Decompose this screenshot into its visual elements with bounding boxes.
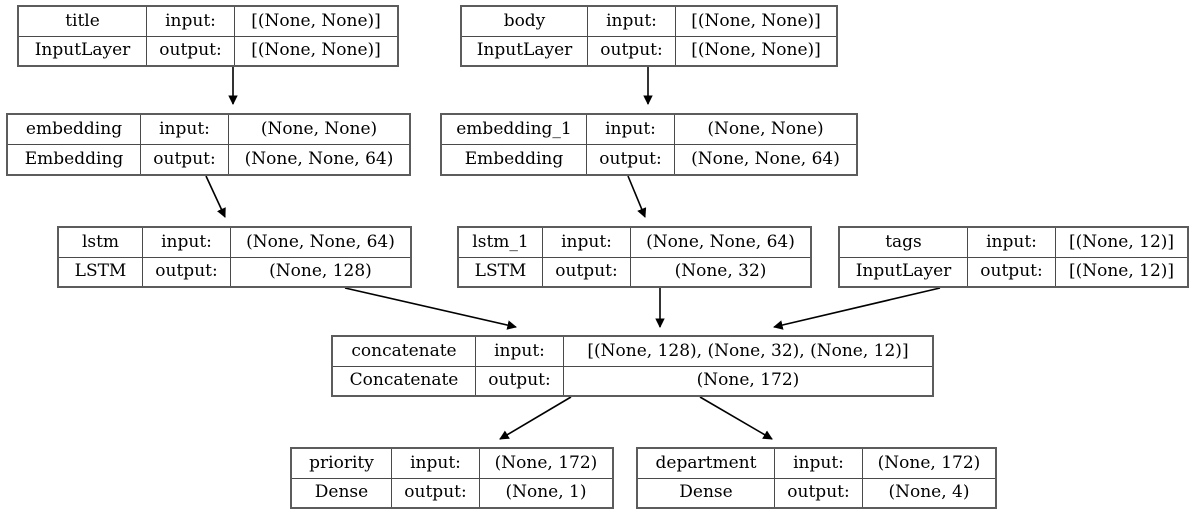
- node-input-caption: input:: [543, 228, 631, 257]
- node-input-shape: (None, 172): [877, 452, 981, 473]
- node-output-caption: output:: [587, 145, 675, 174]
- edge-tags-to-concatenate: [773, 287, 941, 330]
- node-output-caption: output:: [543, 257, 631, 286]
- node-class-label: Dense: [292, 478, 392, 507]
- node-name-label: embedding: [8, 115, 141, 144]
- node-output-shape: [(None, None)]: [251, 40, 381, 61]
- edge-embedding-to-lstm: [205, 175, 226, 218]
- node-output-shape: (None, 1): [505, 482, 587, 503]
- node-name-label: priority: [292, 449, 392, 478]
- node-name-label: body: [462, 7, 588, 36]
- node-output-shape: (None, None, 64): [244, 149, 394, 169]
- node-name-label: lstm_1: [459, 228, 543, 257]
- node-input-caption: input:: [476, 337, 564, 366]
- node-output-shape: (None, 4): [888, 482, 970, 503]
- node-input-shape: (None, None): [707, 119, 824, 139]
- node-input-shape: [(None, None)]: [691, 10, 821, 31]
- node-input-shape: [(None, 12)]: [1068, 231, 1175, 252]
- node-class-label: Embedding: [442, 145, 587, 174]
- node-output-shape: (None, 128): [269, 261, 372, 282]
- node-input-caption: input:: [775, 449, 863, 478]
- node-name-label: embedding_1: [442, 115, 587, 144]
- node-class-label: InputLayer: [462, 36, 588, 65]
- node-class-label: Concatenate: [333, 366, 476, 395]
- node-class-label: Dense: [638, 478, 775, 507]
- node-input-caption: input:: [587, 115, 675, 144]
- node-output-caption: output:: [147, 36, 235, 65]
- node-name-label: title: [19, 7, 147, 36]
- node-input-caption: input:: [147, 7, 235, 36]
- node-input-shape: [(None, None)]: [251, 10, 381, 31]
- node-class-label: LSTM: [59, 257, 143, 286]
- node-output-caption: output:: [141, 145, 229, 174]
- node-input-caption: input:: [588, 7, 676, 36]
- node-output-caption: output:: [143, 257, 231, 286]
- node-input-shape: (None, None): [260, 119, 378, 139]
- node-output-caption: output:: [968, 257, 1056, 286]
- node-class-label: Embedding: [8, 145, 141, 174]
- node-input-caption: input:: [968, 228, 1056, 257]
- node-output-shape: [(None, 12)]: [1068, 261, 1175, 282]
- node-input-caption: input:: [141, 115, 229, 144]
- node-output-shape: (None, 172): [696, 370, 800, 391]
- node-output-caption: output:: [775, 478, 863, 507]
- node-input-caption: input:: [392, 449, 480, 478]
- node-input-shape: (None, None, 64): [646, 231, 795, 252]
- node-input-shape: (None, None, 64): [246, 231, 395, 252]
- edge-concatenate-to-department: [699, 396, 773, 440]
- node-name-label: lstm: [59, 228, 143, 257]
- node-class-label: LSTM: [459, 257, 543, 286]
- node-class-label: InputLayer: [840, 257, 968, 286]
- node-output-shape: (None, None, 64): [691, 149, 840, 169]
- node-input-shape: [(None, 128), (None, 32), (None, 12)]: [587, 340, 909, 361]
- edge-embedding_1-to-lstm_1: [627, 175, 647, 218]
- node-output-caption: output:: [588, 36, 676, 65]
- edge-lstm-to-concatenate: [344, 287, 517, 330]
- node-class-label: InputLayer: [19, 36, 147, 65]
- node-input-shape: (None, 172): [494, 452, 598, 473]
- node-name-label: concatenate: [333, 337, 476, 366]
- node-output-shape: (None, 32): [674, 261, 767, 282]
- node-name-label: department: [638, 449, 775, 478]
- node-output-caption: output:: [392, 478, 480, 507]
- node-name-label: tags: [840, 228, 968, 257]
- edge-concatenate-to-priority: [499, 396, 572, 440]
- node-output-caption: output:: [476, 366, 564, 395]
- node-output-shape: [(None, None)]: [691, 40, 821, 61]
- node-input-caption: input:: [143, 228, 231, 257]
